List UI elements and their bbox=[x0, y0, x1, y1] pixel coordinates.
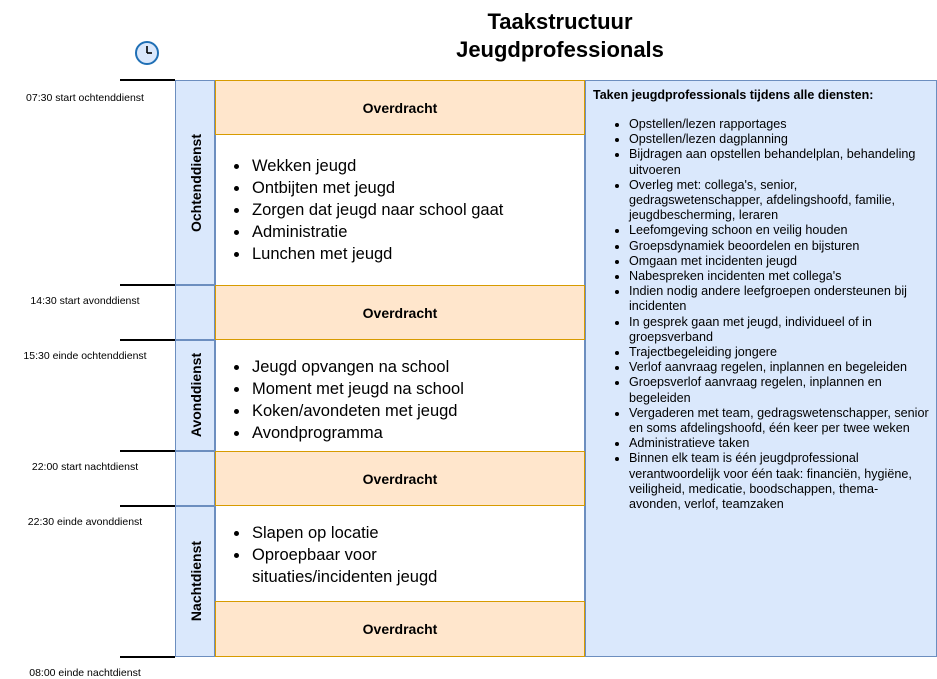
shift-label-ochtend: Ochtenddienst bbox=[188, 134, 204, 233]
time-line-1530 bbox=[120, 339, 175, 341]
general-task-item: Groepsdynamiek beoordelen en bijsturen bbox=[629, 239, 930, 254]
time-label: 15:30 einde ochtenddienst bbox=[23, 350, 147, 362]
time-label: 08:00 einde nachtdienst bbox=[29, 667, 141, 679]
clock-icon bbox=[135, 41, 159, 65]
general-task-item: Leefomgeving schoon en veilig houden bbox=[629, 223, 930, 238]
task-item: Lunchen met jeugd bbox=[250, 243, 584, 265]
time-line-0730 bbox=[120, 79, 175, 81]
shift-nachtdienst: Nachtdienst bbox=[175, 506, 215, 657]
time-line-0800 bbox=[120, 656, 175, 658]
tasks-ochtend: Wekken jeugd Ontbijten met jeugd Zorgen … bbox=[215, 135, 585, 285]
task-item: Jeugd opvangen na school bbox=[250, 356, 584, 378]
general-task-item: Verlof aanvraag regelen, inplannen en be… bbox=[629, 360, 930, 375]
overdracht-box: Overdracht bbox=[215, 451, 585, 506]
title-line-1: Taakstructuur bbox=[487, 9, 633, 34]
general-task-item: Nabespreken incidenten met collega's bbox=[629, 269, 930, 284]
general-task-item: Opstellen/lezen rapportages bbox=[629, 117, 930, 132]
general-task-item: Trajectbegeleiding jongere bbox=[629, 345, 930, 360]
shift-label-avond: Avonddienst bbox=[188, 352, 204, 438]
general-task-item: In gesprek gaan met jeugd, individueel o… bbox=[629, 315, 930, 345]
task-list-ochtend: Wekken jeugd Ontbijten met jeugd Zorgen … bbox=[216, 155, 584, 265]
panel-heading: Taken jeugdprofessionals tijdens alle di… bbox=[593, 88, 874, 102]
time-label: 14:30 start avonddienst bbox=[30, 295, 140, 307]
time-label: 22:30 einde avonddienst bbox=[27, 516, 143, 528]
shift-avonddienst: Avonddienst bbox=[175, 340, 215, 451]
general-task-item: Opstellen/lezen dagplanning bbox=[629, 132, 930, 147]
general-task-item: Bijdragen aan opstellen behandelplan, be… bbox=[629, 147, 930, 177]
task-item: Administratie bbox=[250, 221, 584, 243]
shift-gap bbox=[175, 451, 215, 506]
task-item: Oproepbaar voor situaties/incidenten jeu… bbox=[250, 544, 520, 588]
task-item: Koken/avondeten met jeugd bbox=[250, 400, 584, 422]
overdracht-box: Overdracht bbox=[215, 285, 585, 340]
task-item: Slapen op locatie bbox=[250, 522, 520, 544]
time-label: 22:00 start nachtdienst bbox=[31, 461, 139, 473]
task-item: Zorgen dat jeugd naar school gaat bbox=[250, 199, 584, 221]
page-title: Taakstructuur Jeugdprofessionals bbox=[360, 8, 760, 64]
general-task-item: Overleg met: collega's, senior, gedragsw… bbox=[629, 178, 930, 224]
overdracht-box: Overdracht bbox=[215, 80, 585, 135]
task-list-nacht: Slapen op locatie Oproepbaar voor situat… bbox=[216, 522, 520, 588]
time-line-1430 bbox=[120, 284, 175, 286]
shift-gap bbox=[175, 285, 215, 340]
title-line-2: Jeugdprofessionals bbox=[456, 37, 664, 62]
tasks-nacht: Slapen op locatie Oproepbaar voor situat… bbox=[215, 506, 585, 601]
time-label: 07:30 start ochtenddienst bbox=[26, 92, 144, 104]
task-item: Moment met jeugd na school bbox=[250, 378, 584, 400]
task-item: Wekken jeugd bbox=[250, 155, 584, 177]
general-task-item: Vergaderen met team, gedragswetenschappe… bbox=[629, 406, 930, 436]
tasks-avond: Jeugd opvangen na school Moment met jeug… bbox=[215, 340, 585, 451]
task-item: Ontbijten met jeugd bbox=[250, 177, 584, 199]
task-list-avond: Jeugd opvangen na school Moment met jeug… bbox=[216, 356, 584, 444]
general-task-item: Binnen elk team is één jeugdprofessional… bbox=[629, 451, 930, 512]
time-line-2230 bbox=[120, 505, 175, 507]
general-task-item: Omgaan met incidenten jeugd bbox=[629, 254, 930, 269]
general-task-item: Indien nodig andere leefgroepen onderste… bbox=[629, 284, 930, 314]
general-task-list: Opstellen/lezen rapportages Opstellen/le… bbox=[593, 117, 930, 512]
shift-ochtenddienst: Ochtenddienst bbox=[175, 80, 215, 285]
shift-label-nacht: Nachtdienst bbox=[188, 540, 204, 622]
time-line-2200 bbox=[120, 450, 175, 452]
general-tasks-panel: Taken jeugdprofessionals tijdens alle di… bbox=[585, 80, 937, 657]
general-task-item: Administratieve taken bbox=[629, 436, 930, 451]
task-item: Avondprogramma bbox=[250, 422, 584, 444]
general-task-item: Groepsverlof aanvraag regelen, inplannen… bbox=[629, 375, 930, 405]
overdracht-box: Overdracht bbox=[215, 601, 585, 657]
